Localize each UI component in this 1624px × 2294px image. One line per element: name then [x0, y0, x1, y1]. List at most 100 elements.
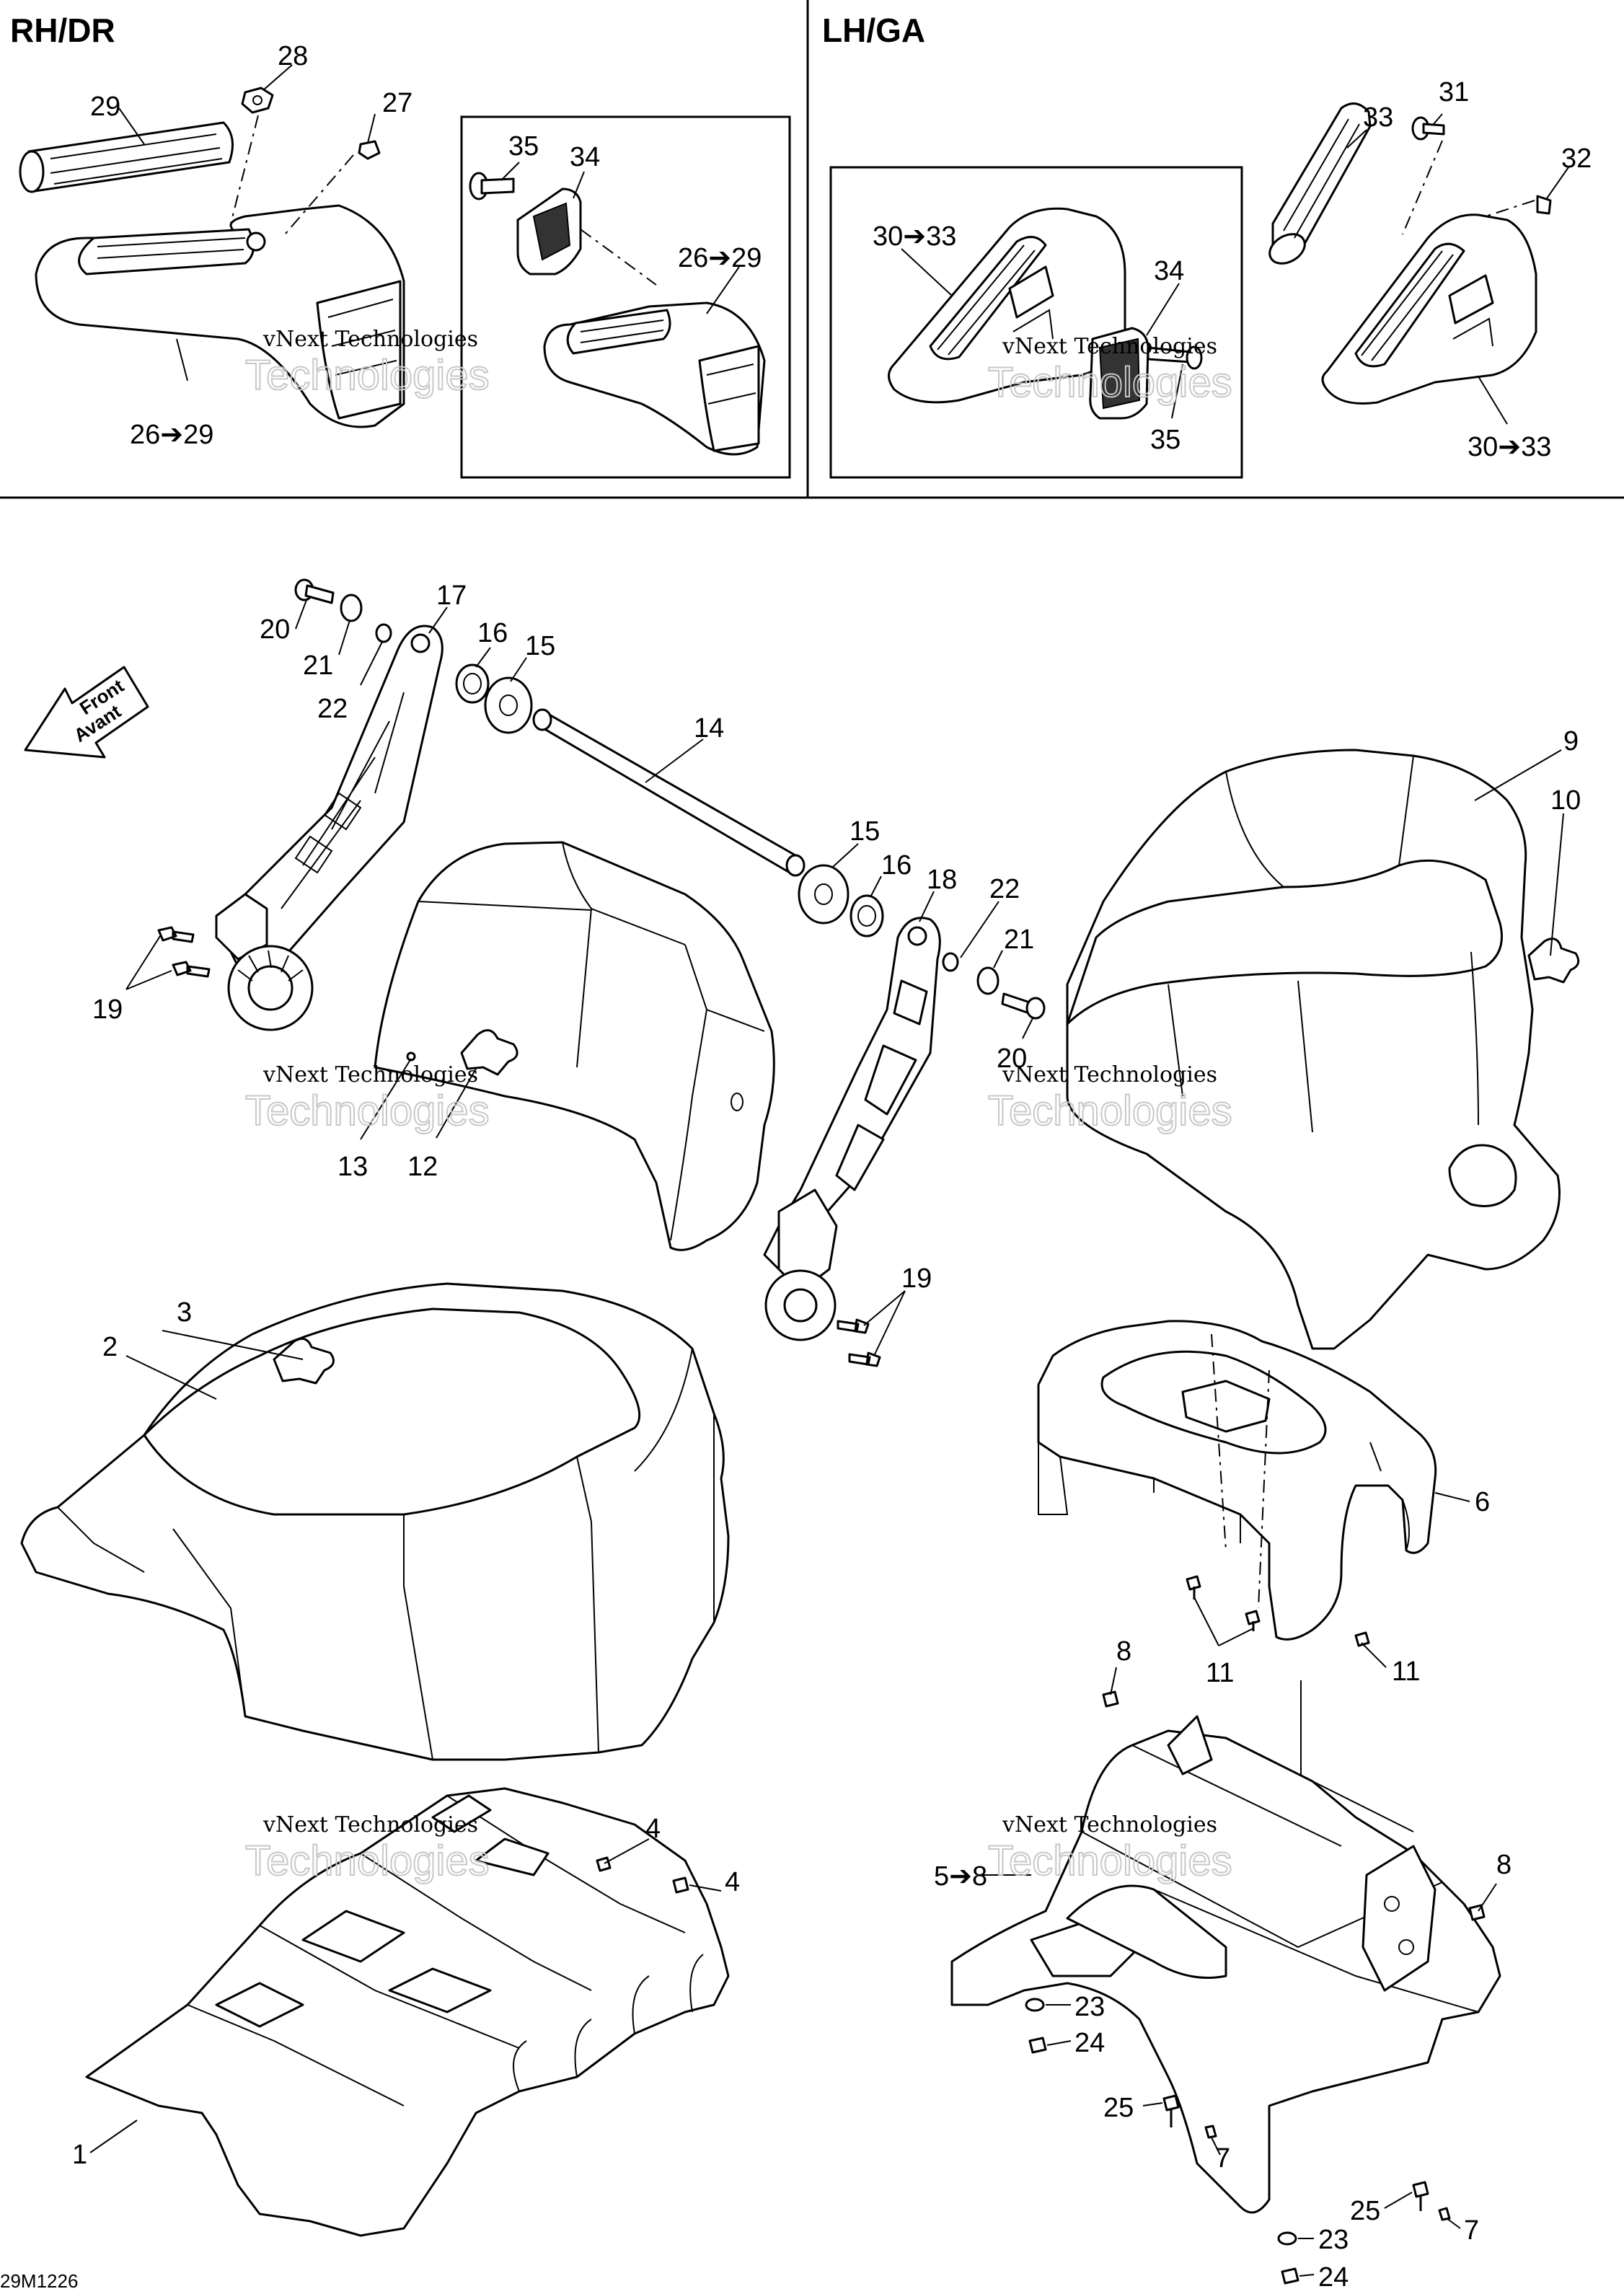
- bolt-24b: [1281, 2267, 1299, 2285]
- callout-20-left: 20: [260, 614, 290, 645]
- left-washer-21: [340, 594, 363, 622]
- callout-19-right: 19: [901, 1263, 932, 1294]
- rh-handle-detail: [543, 301, 766, 456]
- washer-23b: [1277, 2231, 1297, 2246]
- callout-33: 33: [1363, 102, 1393, 133]
- callout-4-lower: 4: [725, 1867, 740, 1897]
- bolt-25a: [1162, 2094, 1180, 2127]
- callout-11-right: 11: [1392, 1656, 1420, 1687]
- backrest-clip-13: [406, 1051, 416, 1062]
- callout-26-rh-main: 26➔29: [130, 420, 213, 450]
- backrest-12: [374, 841, 775, 1251]
- right-nut-22: [942, 952, 959, 972]
- callout-21-right: 21: [1004, 925, 1034, 955]
- callout-16-right: 16: [881, 850, 912, 881]
- right-screws-19: [837, 1318, 881, 1367]
- lh-cap-34: [1089, 327, 1149, 420]
- rh-handle-26: [35, 204, 405, 428]
- left-screws-19: [157, 926, 211, 978]
- left-spacer-16: [455, 663, 490, 704]
- lh-nut-32: [1536, 195, 1552, 215]
- callout-23-upper: 23: [1074, 1992, 1105, 2022]
- section-title-lh: LH/GA: [822, 12, 925, 49]
- lh-axis-32: [1485, 200, 1535, 217]
- left-washer-15: [484, 676, 533, 734]
- callout-15-right: 15: [849, 816, 880, 847]
- callouts: 29 28 27 26➔29 35 34 26➔29 30➔33 34 35 3…: [72, 41, 1592, 2293]
- rh-cap-34: [516, 188, 582, 275]
- callout-8-top: 8: [1116, 1636, 1131, 1667]
- callout-12: 12: [407, 1152, 438, 1182]
- callout-22-left: 22: [317, 694, 348, 724]
- section-title-rh: RH/DR: [10, 12, 115, 49]
- screws-11: [1186, 1575, 1370, 1647]
- callout-20-right: 20: [997, 1044, 1027, 1074]
- callout-16-left: 16: [477, 618, 508, 648]
- screw-7a: [1204, 2125, 1217, 2139]
- washer-23a: [1025, 1998, 1045, 2012]
- callout-30-lh-detail: 30➔33: [873, 221, 956, 252]
- callout-22-right: 22: [989, 874, 1020, 904]
- watermarks: vNext Technologies Technologies vNext Te…: [244, 327, 1233, 1885]
- leader-lines: [89, 64, 1569, 2277]
- watermark-4: vNext Technologies: [1002, 1062, 1217, 1088]
- left-bracket-17: [215, 625, 443, 1031]
- callout-4-upper: 4: [645, 1814, 661, 1844]
- watermark-3: vNext Technologies: [262, 1062, 478, 1088]
- callout-23-lower: 23: [1318, 2225, 1349, 2255]
- rh-detail-box: [460, 115, 791, 479]
- callout-35-rh: 35: [508, 131, 539, 162]
- watermark-1: vNext Technologies: [262, 327, 478, 352]
- callout-8-right: 8: [1496, 1850, 1512, 1880]
- lh-screw-31: [1411, 116, 1445, 141]
- axis-6a: [1211, 1333, 1227, 1551]
- callout-30-lh-main: 30➔33: [1468, 432, 1551, 462]
- callout-35-lh: 35: [1150, 425, 1181, 455]
- support-bracket-6: [1037, 1320, 1437, 1641]
- callout-32: 32: [1561, 144, 1592, 174]
- watermark-3-outline: Technologies: [245, 1088, 490, 1134]
- left-nut-22: [375, 623, 392, 643]
- callout-10: 10: [1550, 785, 1581, 816]
- right-bolt-20: [1001, 992, 1046, 1020]
- right-spacer-16: [849, 894, 884, 938]
- right-washer-21: [976, 966, 999, 995]
- callout-21-left: 21: [303, 650, 333, 681]
- left-bolt-20: [294, 578, 335, 604]
- seat-2: [20, 1282, 730, 1761]
- callout-3: 3: [177, 1297, 192, 1328]
- drawing-code: 29M1226: [0, 2270, 78, 2292]
- lh-detail-box: [829, 166, 1243, 479]
- lh-axis-31: [1402, 140, 1443, 235]
- screw-7b: [1438, 2207, 1451, 2221]
- watermark-1-outline: Technologies: [245, 352, 490, 399]
- callout-24-upper: 24: [1074, 2028, 1105, 2058]
- seat-frame-5: [950, 1715, 1501, 2214]
- rh-bolt-35: [469, 172, 515, 200]
- bolt-24a: [1028, 2037, 1047, 2054]
- callout-7-left: 7: [1215, 2143, 1230, 2174]
- rh-screw-27: [358, 140, 381, 160]
- callout-27: 27: [382, 88, 412, 118]
- watermark-4-outline: Technologies: [988, 1088, 1232, 1134]
- callout-18: 18: [927, 865, 957, 895]
- rh-axis-34: [580, 229, 657, 286]
- callout-14: 14: [694, 713, 724, 744]
- rh-axis-28: [230, 115, 259, 224]
- right-washer-15: [798, 864, 849, 925]
- lh-handle-detail: [888, 207, 1126, 404]
- callout-28: 28: [278, 41, 308, 71]
- lh-bolt-35: [1147, 345, 1203, 370]
- seat-cover-9: [1066, 749, 1580, 1350]
- lh-grip-33: [1268, 102, 1372, 265]
- callout-7-right: 7: [1464, 2215, 1479, 2246]
- rh-handle-grip-29: [19, 121, 234, 193]
- frame-fasteners: [1025, 1690, 1486, 2285]
- callout-13: 13: [337, 1152, 368, 1182]
- callout-6: 6: [1475, 1487, 1490, 1517]
- callout-1: 1: [72, 2140, 87, 2170]
- front-direction-arrow: Front Avant: [24, 666, 149, 759]
- section-dividers: [0, 0, 1624, 499]
- watermark-5: vNext Technologies: [262, 1812, 478, 1838]
